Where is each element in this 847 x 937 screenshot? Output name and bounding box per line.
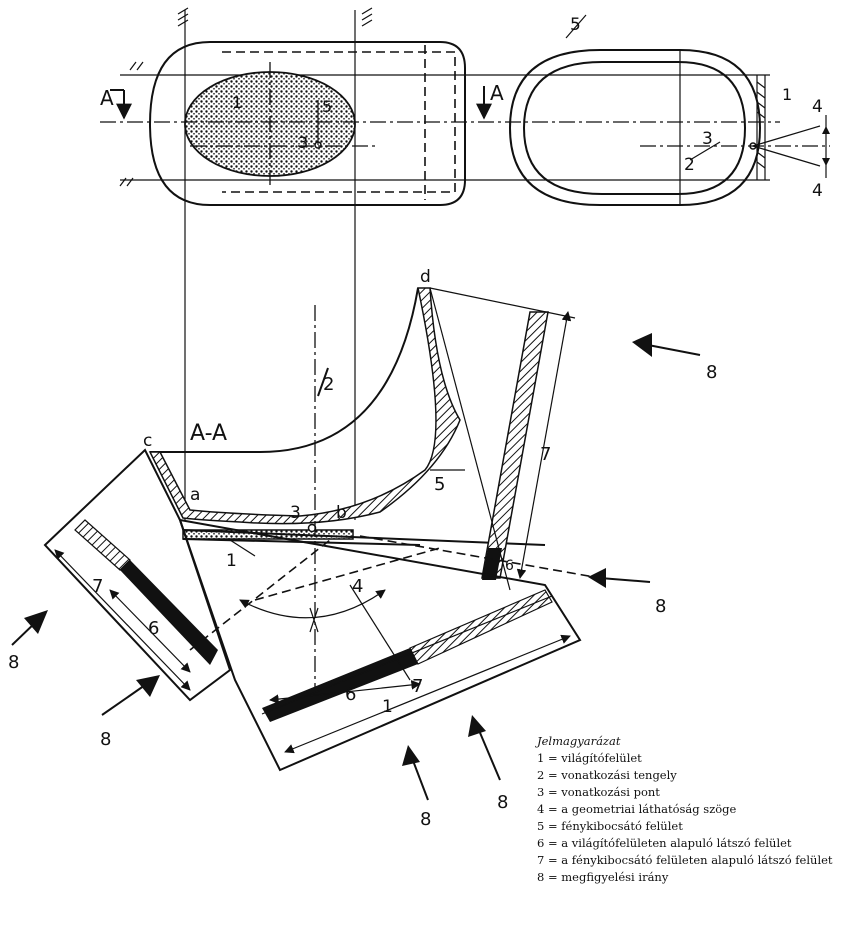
section-title: A-A bbox=[190, 421, 227, 446]
point-c: c bbox=[143, 431, 152, 451]
legend-item: 5 = fénykibocsátó felület bbox=[537, 819, 683, 833]
dim-6-right-small: 6 bbox=[505, 558, 514, 574]
legend-item: 6 = a világítófelületen alapuló látszó f… bbox=[537, 836, 792, 850]
dim-1-bottom: 1 bbox=[382, 697, 393, 717]
callout-top-right-1: 1 bbox=[782, 85, 792, 104]
point-b: b bbox=[336, 503, 347, 523]
legend-item: 4 = a geometriai láthatóság szöge bbox=[537, 802, 737, 816]
dim-7-bottom: 7 bbox=[412, 676, 423, 697]
callout-section-5: 5 bbox=[434, 474, 445, 495]
point-a: a bbox=[190, 485, 200, 505]
callout-top-right-4a: 4 bbox=[812, 97, 823, 117]
labels: A-A A A a b c d 3 1 5 3 5 1 3 2 4 4 2 5 … bbox=[8, 15, 823, 830]
section-view bbox=[43, 287, 601, 772]
callout-top-left-3: 3 bbox=[298, 133, 308, 152]
top-view-right bbox=[508, 14, 830, 206]
point-d: d bbox=[420, 267, 431, 287]
observation-label-mid-right: 8 bbox=[655, 596, 666, 617]
legend-item: 3 = vonatkozási pont bbox=[537, 785, 660, 799]
cut-marker-right: A bbox=[490, 81, 504, 105]
callout-section-1: 1 bbox=[226, 551, 237, 571]
legend-item: 7 = a fénykibocsátó felületen alapuló lá… bbox=[537, 853, 833, 867]
observation-arrows bbox=[11, 333, 701, 801]
dim-6-left: 6 bbox=[148, 618, 159, 639]
observation-label-lower-left: 8 bbox=[100, 729, 111, 750]
legend-item: 8 = megfigyelési irány bbox=[537, 870, 669, 884]
callout-top-left-5: 5 bbox=[322, 97, 332, 116]
callout-top-right-4b: 4 bbox=[812, 181, 823, 201]
callout-section-2: 2 bbox=[323, 374, 334, 395]
observation-label-bottom-1: 8 bbox=[420, 809, 431, 830]
legend: Jelmagyarázat 1 = világítófelület 2 = vo… bbox=[537, 733, 837, 886]
legend-item: 1 = világítófelület bbox=[537, 751, 642, 765]
legend-title: Jelmagyarázat bbox=[537, 734, 621, 748]
callout-top-right-5: 5 bbox=[570, 15, 581, 35]
callout-top-right-3: 3 bbox=[702, 129, 713, 149]
observation-label-left: 8 bbox=[8, 652, 19, 673]
dim-6-bottom: 6 bbox=[345, 684, 356, 705]
dim-7-left: 7 bbox=[92, 576, 103, 597]
callout-section-4: 4 bbox=[352, 576, 363, 597]
ref-point-3: 3 bbox=[290, 503, 301, 523]
top-view-left bbox=[100, 7, 780, 520]
cut-marker-left: A bbox=[100, 86, 114, 110]
observation-label-top-right: 8 bbox=[706, 362, 717, 383]
legend-item: 2 = vonatkozási tengely bbox=[537, 768, 677, 782]
callout-top-left-1: 1 bbox=[232, 93, 242, 112]
callout-top-right-2: 2 bbox=[684, 155, 695, 175]
observation-label-bottom-2: 8 bbox=[497, 792, 508, 813]
dim-7-right: 7 bbox=[540, 444, 551, 465]
